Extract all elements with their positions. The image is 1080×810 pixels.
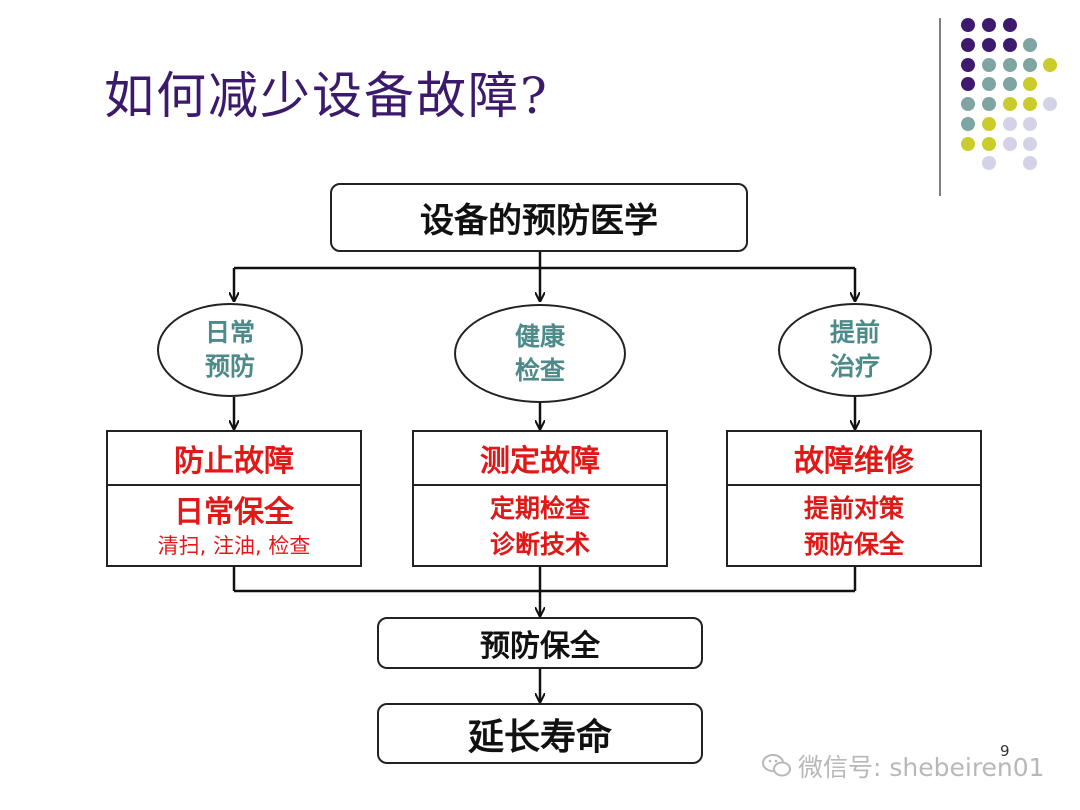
- box-body-line2: 诊断技术: [489, 530, 590, 559]
- wechat-icon: [762, 754, 791, 777]
- box-body-line1: 定期检查: [489, 494, 590, 523]
- box-heading: 故障维修: [728, 432, 980, 486]
- box-heading: 防止故障: [108, 432, 360, 486]
- oval-health-check: 健康 检查: [454, 304, 626, 403]
- watermark-text: 微信号: shebeiren01: [798, 753, 1045, 782]
- oval-label-line2: 治疗: [829, 352, 880, 381]
- box-body: 日常保全 清扫, 注油, 检查: [108, 486, 360, 568]
- oval-label-line1: 提前: [829, 318, 880, 347]
- page-title: 如何减少设备故障?: [104, 67, 549, 125]
- box-body-line1: 提前对策: [803, 494, 904, 523]
- box-prevent-failure: 防止故障 日常保全 清扫, 注油, 检查: [106, 430, 362, 567]
- box-measure-failure: 测定故障 定期检查 诊断技术: [412, 430, 668, 567]
- page-number: 9: [1000, 742, 1010, 760]
- node-preventive-maintenance: 预防保全: [377, 617, 703, 669]
- oval-label-line2: 预防: [204, 352, 255, 381]
- box-failure-repair: 故障维修 提前对策 预防保全: [726, 430, 982, 567]
- oval-label-line2: 检查: [514, 355, 565, 385]
- node-extend-lifespan: 延长寿命: [377, 703, 703, 764]
- box-body: 定期检查 诊断技术: [414, 486, 666, 568]
- box-body-line2: 预防保全: [803, 530, 904, 559]
- box-heading: 测定故障: [414, 432, 666, 486]
- watermark: 微信号: shebeiren01: [762, 748, 1045, 784]
- oval-daily-prevention: 日常 预防: [157, 303, 303, 397]
- box-body-main: 日常保全: [174, 495, 294, 530]
- oval-early-treatment: 提前 治疗: [778, 303, 932, 397]
- root-node-preventive-medicine: 设备的预防医学: [330, 183, 748, 252]
- box-body: 提前对策 预防保全: [728, 486, 980, 568]
- oval-label-line1: 健康: [514, 321, 565, 351]
- box-body-sub: 清扫, 注油, 检查: [157, 534, 311, 558]
- oval-label-line1: 日常: [204, 318, 255, 347]
